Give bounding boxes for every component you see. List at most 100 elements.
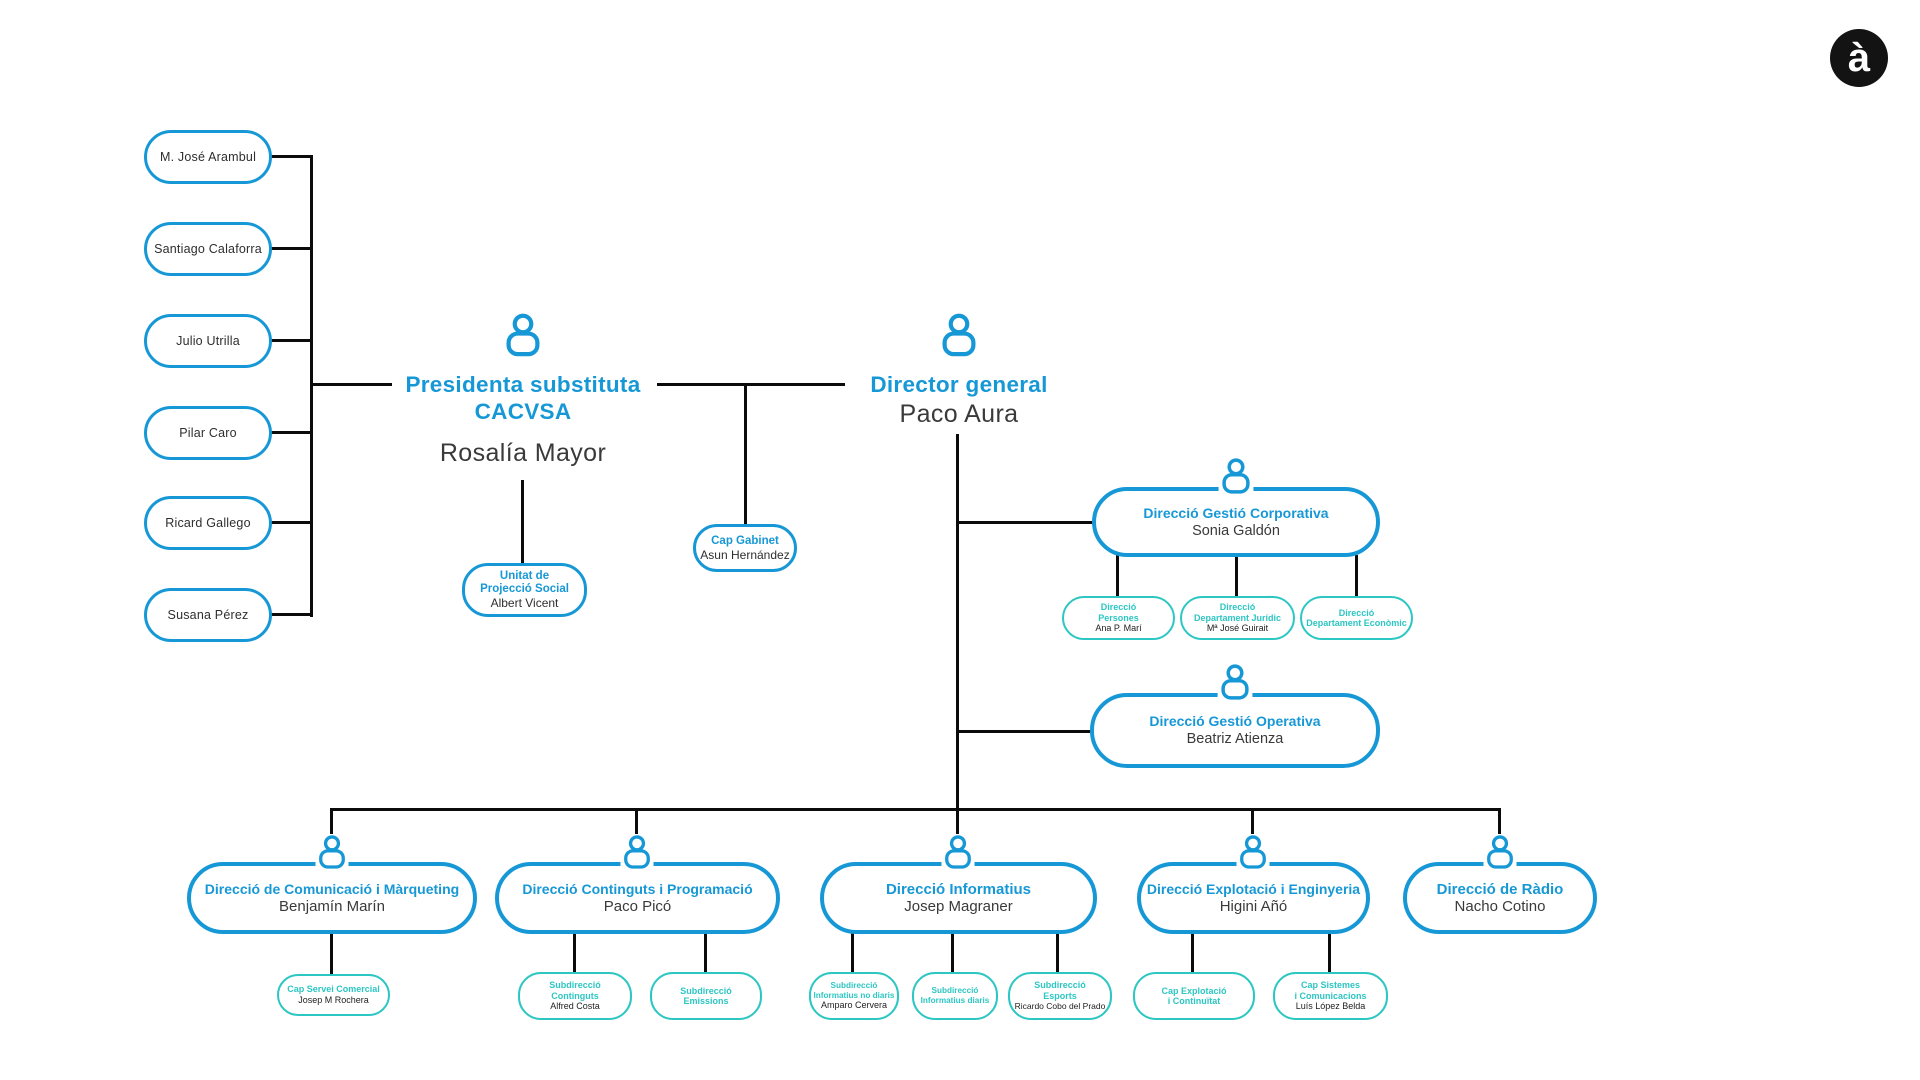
node-title: Subdirecció Informatius no diaris [813, 980, 895, 1000]
connector-line [268, 521, 313, 524]
node-person: Josep M Rochera [298, 994, 369, 1005]
board-member-box: M. José Arambul [144, 130, 272, 184]
node-person: Benjamín Marín [279, 897, 385, 915]
node-person: Sonia Galdón [1192, 522, 1280, 539]
cap-explotacio-continuitat-node: Cap Explotació i Continuïtat [1133, 972, 1255, 1020]
connector-line [851, 933, 854, 973]
node-person: Ricardo Cobo del Prado [1014, 1001, 1106, 1011]
connector-line [330, 808, 1501, 811]
connector-line [1328, 933, 1331, 973]
person-icon [1236, 834, 1270, 870]
node-title: Director general [870, 372, 1048, 397]
node-person: Higini Añó [1219, 897, 1288, 915]
unitat-projeccio-social-node: Unitat de Projecció Social Albert Vicent [462, 563, 587, 617]
node-person: Albert Vicent [490, 596, 559, 610]
board-member-name: Julio Utrilla [176, 334, 240, 348]
board-member-box: Santiago Calaforra [144, 222, 272, 276]
connector-line [956, 808, 959, 836]
board-member-name: M. José Arambul [159, 150, 257, 164]
connector-line [268, 247, 313, 250]
connector-line [744, 383, 747, 524]
presidency-node: Presidenta substituta CACVSA Rosalía May… [343, 371, 703, 468]
cap-servei-comercial-node: Cap Servei Comercial Josep M Rochera [277, 974, 390, 1016]
node-title: Direcció Continguts i Programació [522, 880, 753, 897]
a-punt-logo: à [1830, 29, 1888, 87]
node-person: Paco Aura [899, 400, 1019, 428]
node-title: Direcció Departament Jurídic [1193, 602, 1282, 623]
node-title: Direcció Informatius [885, 880, 1032, 898]
subdireccio-esports-node: Subdirecció Esports Ricardo Cobo del Pra… [1008, 972, 1112, 1020]
connector-line [657, 383, 845, 386]
node-title: Subdirecció Continguts [549, 980, 601, 1001]
node-title: Direcció Explotació i Enginyeria [1146, 880, 1361, 897]
direccio-juridic-node: Direcció Departament Jurídic Mª José Gui… [1180, 596, 1295, 640]
direccio-economic-node: Direcció Departament Econòmic [1300, 596, 1413, 640]
board-member-box: Ricard Gallego [144, 496, 272, 550]
direccio-persones-node: Direcció Persones Ana P. Marí [1062, 596, 1175, 640]
gestio-operativa-node: Direcció Gestió Operativa Beatriz Atienz… [1090, 693, 1380, 768]
subdireccio-emissions-node: Subdirecció Emissions [650, 972, 762, 1020]
board-member-box: Susana Pérez [144, 588, 272, 642]
board-member-name: Susana Pérez [167, 608, 249, 622]
node-person: Amparo Cervera [820, 1000, 888, 1011]
node-title: Presidenta substituta CACVSA [405, 372, 641, 424]
board-member-box: Julio Utrilla [144, 314, 272, 368]
connector-line [268, 431, 313, 434]
node-title: Cap Explotació i Continuïtat [1161, 985, 1227, 1007]
connector-line [1355, 555, 1358, 598]
subdireccio-informatius-diaris-node: Subdirecció Informatius diaris [912, 972, 998, 1020]
node-person: Asun Hernández [700, 547, 790, 562]
node-title: Cap Sistemes i Comunicacions [1294, 980, 1367, 1001]
node-title: Direcció de Comunicació i Màrqueting [204, 880, 460, 897]
connector-line [1251, 808, 1254, 836]
connector-line [704, 933, 707, 973]
person-icon [937, 312, 981, 358]
board-member-box: Pilar Caro [144, 406, 272, 460]
direccio-explotacio-node: Direcció Explotació i Enginyeria Higini … [1137, 862, 1370, 934]
person-icon [1218, 457, 1254, 495]
gestio-corporativa-node: Direcció Gestió Corporativa Sonia Galdón [1092, 487, 1380, 557]
connector-line [1056, 933, 1059, 973]
director-general-node: Director general Paco Aura [779, 371, 1139, 429]
node-title: Direcció Departament Econòmic [1306, 607, 1407, 629]
node-person: Ana P. Marí [1095, 623, 1142, 633]
node-title: Cap Servei Comercial [287, 984, 380, 995]
direccio-continguts-node: Direcció Continguts i Programació Paco P… [495, 862, 780, 934]
person-icon [501, 312, 545, 358]
node-title: Direcció Persones [1098, 602, 1139, 623]
connector-line [956, 730, 1092, 733]
connector-line [521, 480, 524, 565]
node-person: Alfred Costa [550, 1001, 600, 1011]
node-person: Luís López Belda [1295, 1001, 1366, 1011]
connector-line [635, 808, 638, 836]
logo-letter: à [1847, 35, 1871, 80]
connector-line [1116, 555, 1119, 598]
node-title: Subdirecció Esports [1034, 980, 1086, 1001]
connector-line [956, 434, 959, 812]
connector-line [310, 155, 313, 617]
person-icon [1483, 834, 1517, 870]
node-title: Direcció Gestió Corporativa [1143, 504, 1329, 521]
node-person: Nacho Cotino [1454, 897, 1546, 915]
connector-line [330, 808, 333, 836]
node-person: Mª José Guirait [1206, 623, 1269, 633]
board-member-name: Ricard Gallego [165, 516, 251, 530]
node-title: Subdirecció Informatius diaris [920, 986, 990, 1005]
direccio-comunicacio-node: Direcció de Comunicació i Màrqueting Ben… [187, 862, 477, 934]
node-title: Subdirecció Emissions [680, 985, 732, 1007]
subdireccio-informatius-no-diaris-node: Subdirecció Informatius no diaris Amparo… [809, 972, 899, 1020]
node-title: Unitat de Projecció Social [480, 570, 569, 595]
subdireccio-continguts-node: Subdirecció Continguts Alfred Costa [518, 972, 632, 1020]
direccio-informatius-node: Direcció Informatius Josep Magraner [820, 862, 1097, 934]
connector-line [573, 933, 576, 973]
direccio-radio-node: Direcció de Ràdio Nacho Cotino [1403, 862, 1597, 934]
connector-line [310, 383, 392, 386]
cap-gabinet-node: Cap Gabinet Asun Hernández [693, 524, 797, 572]
board-member-name: Santiago Calaforra [154, 242, 262, 256]
node-title: Direcció de Ràdio [1436, 880, 1564, 898]
connector-line [1498, 808, 1501, 836]
person-icon [315, 834, 349, 870]
node-person: Rosalía Mayor [439, 439, 607, 467]
node-title: Cap Gabinet [711, 534, 779, 547]
